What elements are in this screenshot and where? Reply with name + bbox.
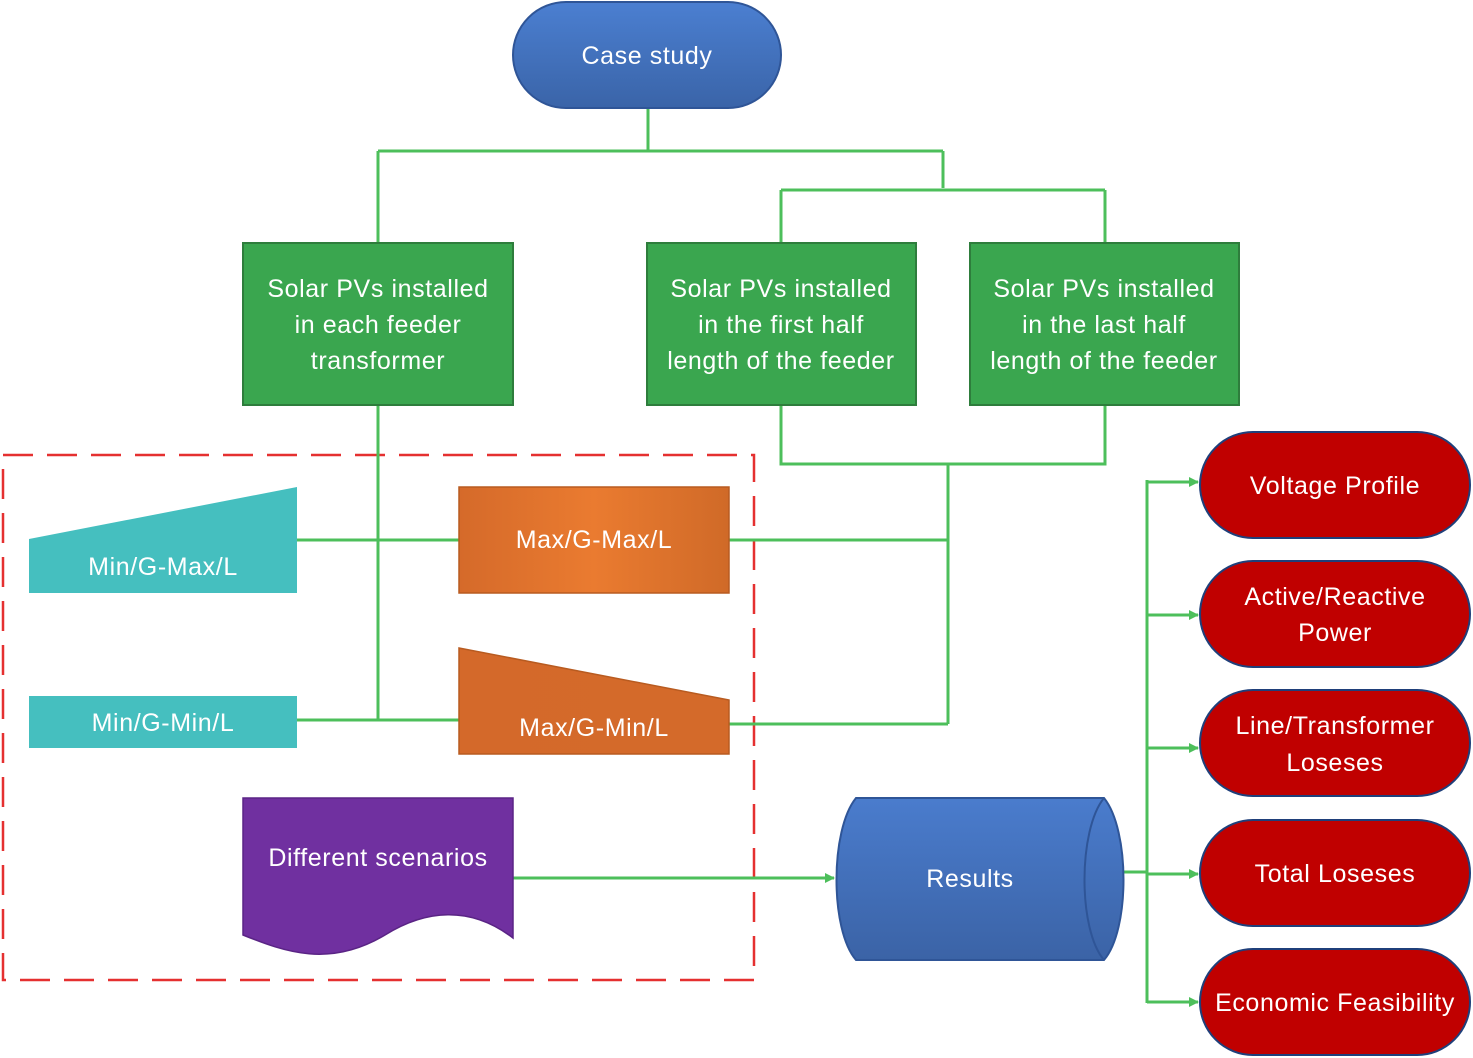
last-half-line-2: in the last half — [1022, 311, 1186, 339]
results-node: Results — [835, 797, 1125, 961]
output-economic-label: Economic Feasibility — [1215, 989, 1455, 1017]
output-voltage-label: Voltage Profile — [1250, 472, 1420, 500]
last-half-line-3: length of the feeder — [990, 347, 1217, 375]
green-box-first-half: Solar PVs installed in the first half le… — [646, 242, 917, 406]
max-g-min-l-label: Max/G-Min/L — [519, 714, 669, 742]
max-g-max-l-node: Max/G-Max/L — [458, 486, 730, 594]
green-box-each-feeder: Solar PVs installed in each feeder trans… — [242, 242, 514, 406]
connector-results-bus — [1123, 480, 1149, 1003]
case-study-node: Case study — [512, 1, 782, 109]
output-active-label-2: Power — [1298, 619, 1372, 647]
each-feeder-line-1: Solar PVs installed — [267, 275, 488, 303]
connector-lines — [297, 108, 1199, 1007]
output-line-label-1: Line/Transformer — [1235, 712, 1434, 740]
each-feeder-line-2: in each feeder — [295, 311, 462, 339]
output-active-label-1: Active/Reactive — [1244, 583, 1425, 611]
min-g-min-l-label: Min/G-Min/L — [92, 709, 235, 737]
connector-case-to-branches — [376, 108, 1107, 243]
results-label: Results — [926, 865, 1014, 893]
last-half-line-1: Solar PVs installed — [993, 275, 1214, 303]
each-feeder-line-3: transformer — [311, 347, 445, 375]
green-box-last-half: Solar PVs installed in the last half len… — [969, 242, 1240, 406]
first-half-line-2: in the first half — [698, 311, 864, 339]
output-total-loseses: Total Loseses — [1199, 819, 1471, 927]
max-g-min-l-node: Max/G-Min/L — [458, 647, 730, 755]
different-scenarios-node: Different scenarios — [242, 797, 514, 955]
output-economic-feasibility: Economic Feasibility — [1199, 948, 1471, 1056]
min-g-max-l-label: Min/G-Max/L — [88, 553, 238, 581]
min-g-min-l-node: Min/G-Min/L — [29, 696, 297, 748]
output-line-transformer-loseses: Line/Transformer Loseses — [1199, 689, 1471, 797]
min-g-max-l-node: Min/G-Max/L — [29, 487, 297, 593]
output-total-label: Total Loseses — [1255, 860, 1416, 888]
first-half-line-3: length of the feeder — [667, 347, 894, 375]
output-active-reactive-power: Active/Reactive Power — [1199, 560, 1471, 668]
first-half-line-1: Solar PVs installed — [670, 275, 891, 303]
connector-halves-merge — [729, 405, 1107, 726]
output-voltage-profile: Voltage Profile — [1199, 431, 1471, 539]
output-line-label-2: Loseses — [1286, 749, 1383, 777]
different-scenarios-label: Different scenarios — [268, 844, 487, 872]
case-study-label: Case study — [581, 42, 712, 70]
max-g-max-l-label: Max/G-Max/L — [516, 526, 673, 554]
